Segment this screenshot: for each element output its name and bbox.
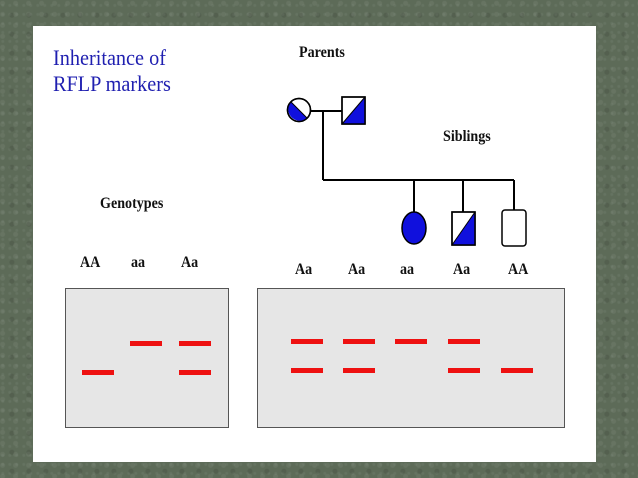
sibling-genotype-label: Aa [295,261,313,278]
gel-band [448,368,480,373]
title-line-1: Inheritance of [53,45,166,70]
gel-band [343,339,375,344]
gel-band [130,341,162,346]
gel-band [448,339,480,344]
ref-genotype-label: AA [80,254,101,271]
siblings-label: Siblings [443,128,491,145]
gel-band [291,339,323,344]
pedigree-lines [311,110,515,212]
sibling-genotype-label: AA [508,261,529,278]
ref-genotype-label: aa [131,254,146,271]
pedigree-diagram [286,96,527,247]
gel-band [501,368,533,373]
ref-genotype-label: Aa [181,254,199,271]
slide-title: Inheritance of RFLP markers [53,45,237,97]
sibling-filled-circle [401,211,427,245]
parents-label: Parents [299,44,345,61]
reference-gel [65,288,229,428]
sibling-empty-square [501,209,527,247]
parent-father-symbol [341,96,366,125]
parent-mother-symbol [286,97,312,123]
sibling-genotype-label: aa [400,261,415,278]
gel-band [82,370,114,375]
sibling-half-square [451,211,476,246]
gel-band [179,341,211,346]
genotypes-label: Genotypes [100,195,164,212]
sibling-genotype-label: Aa [453,261,471,278]
sibling-genotype-label: Aa [348,261,366,278]
gel-band [395,339,427,344]
slide: Inheritance of RFLP markers [33,26,596,462]
gel-band [179,370,211,375]
sibling-gel [257,288,565,428]
gel-band [343,368,375,373]
gel-band [291,368,323,373]
title-line-2: RFLP markers [53,71,171,96]
